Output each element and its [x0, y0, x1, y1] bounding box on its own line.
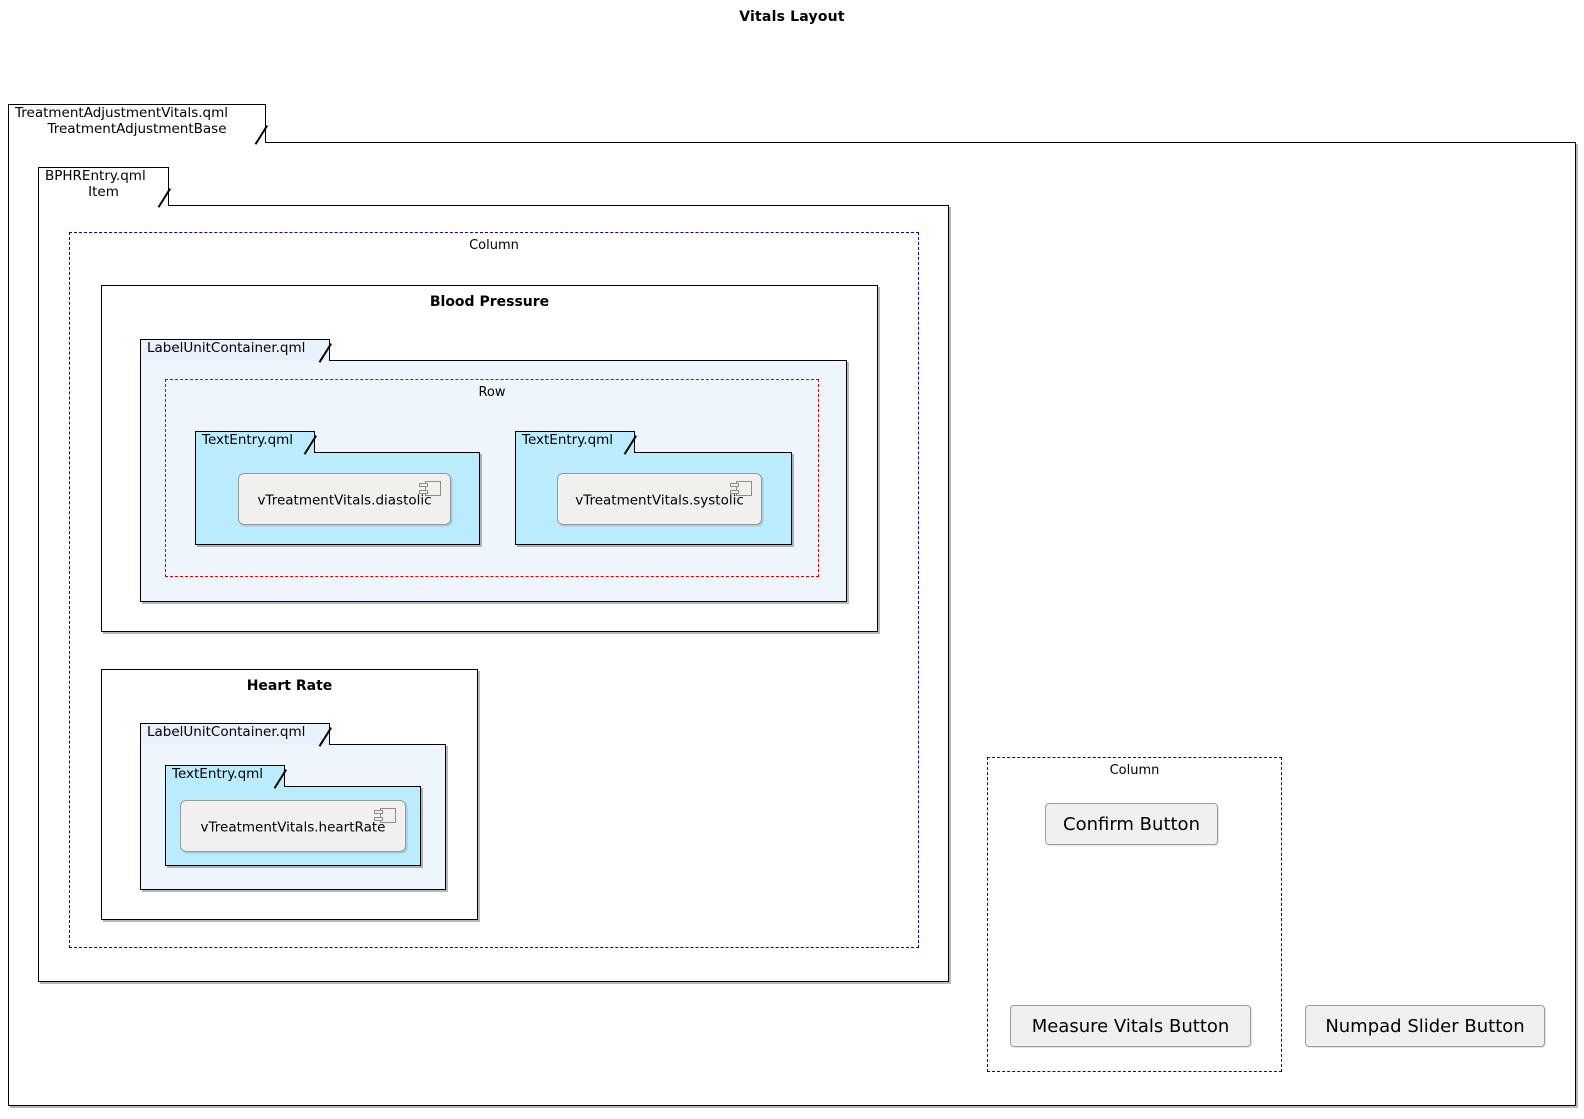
diagram-title: Vitals Layout — [739, 9, 845, 25]
layout-column-left[interactable]: Column — [69, 232, 919, 948]
package-tab-filename: TextEntry.qml — [172, 766, 264, 782]
uml-component-icon — [730, 481, 752, 496]
layout-column-right[interactable]: Column — [987, 757, 1282, 1072]
layout-row-label: Row — [478, 385, 506, 400]
package-tab-basetype: Item — [88, 183, 119, 200]
package-tab-treatment-adjustment-vitals: TreatmentAdjustmentVitals.qml TreatmentA… — [8, 104, 266, 143]
package-tab-filename: BPHREntry.qml — [45, 168, 146, 184]
numpad-slider-button[interactable]: Numpad Slider Button — [1305, 1005, 1545, 1047]
package-tab-text-entry-diastolic: TextEntry.qml — [195, 431, 315, 453]
measure-vitals-button[interactable]: Measure Vitals Button — [1010, 1005, 1251, 1047]
group-heart-rate-title: Heart Rate — [246, 678, 333, 694]
package-tab-filename: TextEntry.qml — [202, 432, 294, 448]
component-label: vTreatmentVitals.diastolic — [257, 492, 432, 509]
package-tab-text-entry-systolic: TextEntry.qml — [515, 431, 635, 453]
uml-component-icon — [374, 808, 396, 823]
package-tab-filename: LabelUnitContainer.qml — [147, 340, 306, 356]
package-tab-bphr-entry: BPHREntry.qml Item — [38, 167, 169, 206]
package-tab-label-unit-container-bp: LabelUnitContainer.qml — [140, 339, 330, 361]
package-tab-filename: TreatmentAdjustmentVitals.qml — [15, 105, 229, 121]
package-tab-filename: LabelUnitContainer.qml — [147, 724, 306, 740]
component-vtreatmentvitals-systolic[interactable]: vTreatmentVitals.systolic — [557, 473, 762, 525]
package-tab-label-unit-container-hr: LabelUnitContainer.qml — [140, 723, 330, 745]
component-label: vTreatmentVitals.heartRate — [200, 819, 386, 836]
layout-column-left-label: Column — [469, 238, 519, 253]
layout-column-right-label: Column — [1109, 763, 1160, 778]
layout-row-blood-pressure[interactable]: Row — [165, 379, 819, 577]
package-tab-filename: TextEntry.qml — [522, 432, 614, 448]
component-vtreatmentvitals-diastolic[interactable]: vTreatmentVitals.diastolic — [238, 473, 451, 525]
confirm-button[interactable]: Confirm Button — [1045, 803, 1218, 845]
uml-component-icon — [419, 481, 441, 496]
package-tab-basetype: TreatmentAdjustmentBase — [47, 120, 227, 137]
group-blood-pressure-title: Blood Pressure — [429, 294, 550, 310]
component-vtreatmentvitals-heartrate[interactable]: vTreatmentVitals.heartRate — [180, 800, 406, 852]
package-tab-text-entry-heartrate: TextEntry.qml — [165, 765, 285, 787]
component-label: vTreatmentVitals.systolic — [575, 492, 744, 509]
